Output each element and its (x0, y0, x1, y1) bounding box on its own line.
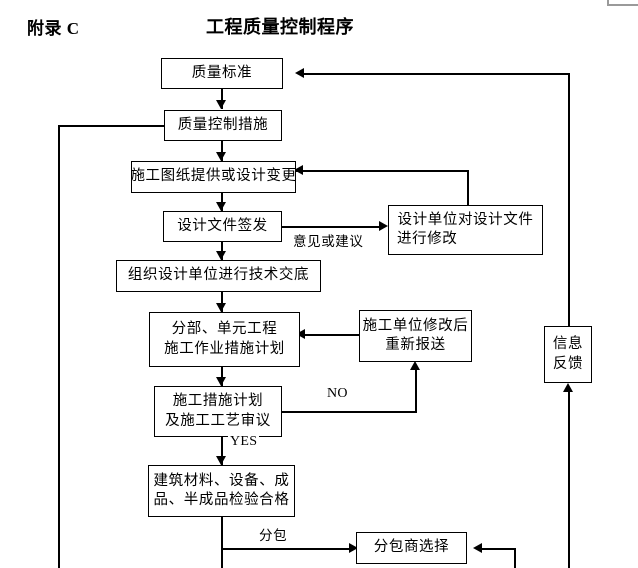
connector-into-feedback-vertical (568, 392, 570, 568)
connector-left-loop-horizontal (58, 125, 164, 127)
node-plan-review[interactable]: 施工措施计划 及施工工艺审议 (154, 386, 282, 437)
node-subcontractor-select-line-0: 分包商选择 (373, 539, 450, 556)
connector-left-loop-vertical (58, 125, 60, 568)
connector-into-subcontractor-right-vertical (514, 548, 516, 568)
node-material-inspection-line-0: 建筑材料、设备、成 (153, 472, 290, 489)
edge-label-subcontract: 分包 (257, 524, 290, 544)
connector-into-subcontractor-right (480, 548, 516, 550)
connector-issue-to-disclosure (221, 241, 223, 260)
edge-label-yes: YES (228, 434, 260, 450)
node-plan-review-line-1: 及施工工艺审议 (165, 412, 271, 429)
node-quality-control-measure[interactable]: 质量控制措施 (164, 110, 282, 141)
connector-review-to-material-yes (221, 424, 223, 465)
page-title: 工程质量控制程序 (206, 17, 354, 37)
arrowhead-feedback-to-standard (295, 68, 304, 78)
arrowhead-issue-to-revise (379, 221, 388, 231)
node-unit-works-plan[interactable]: 分部、单元工程 施工作业措施计划 (149, 312, 300, 367)
connector-revise-to-drawing-horizontal (296, 170, 469, 172)
node-unit-works-plan-line-0: 分部、单元工程 (171, 321, 278, 338)
node-information-feedback[interactable]: 信息 反馈 (544, 326, 592, 383)
arrowhead-resubmit-to-unitworks (296, 329, 305, 339)
arrowhead-disclosure-to-unitworks (216, 303, 226, 312)
arrowhead-review-no-to-resubmit (410, 361, 420, 370)
node-subcontractor-select[interactable]: 分包商选择 (356, 532, 467, 564)
connector-measure-to-drawing (221, 140, 223, 161)
connector-subcontract-branch (221, 548, 353, 550)
node-design-unit-revise[interactable]: 设计单位对设计文件 进行修改 (388, 205, 543, 255)
node-quality-control-measure-line-0: 质量控制措施 (177, 116, 269, 133)
page-border-tick-horizontal (607, 4, 638, 6)
arrowhead-revise-to-drawing (294, 165, 303, 175)
connector-feedback-to-standard-horizontal (299, 73, 570, 75)
appendix-label: 附录 C (27, 19, 80, 38)
node-contractor-resubmit-line-1: 重新报送 (385, 337, 446, 353)
connector-standard-to-measure (221, 88, 223, 109)
arrowhead-to-subcontractor-select (349, 543, 358, 553)
node-technical-disclosure-line-0: 组织设计单位进行技术交底 (127, 267, 310, 284)
arrowhead-measure-to-drawing (216, 152, 226, 161)
connector-drawing-to-issue (221, 192, 223, 211)
node-design-unit-revise-line-0: 设计单位对设计文件 (397, 211, 534, 228)
arrowhead-into-subcontractor-right (473, 543, 482, 553)
node-design-unit-revise-line-1: 进行修改 (397, 231, 458, 247)
node-contractor-resubmit[interactable]: 施工单位修改后 重新报送 (359, 310, 472, 362)
node-material-inspection-line-1: 品、半成品检验合格 (153, 492, 290, 508)
arrowhead-unitworks-to-review (216, 377, 226, 386)
connector-issue-to-revise-horizontal (282, 226, 383, 228)
connector-review-no-vertical (415, 369, 417, 412)
node-design-doc-issue-line-0: 设计文件签发 (177, 217, 268, 234)
node-drawing-or-change-line-0: 施工图纸提供或设计变更 (130, 168, 297, 185)
connector-feedback-to-standard-vertical (568, 73, 570, 326)
arrowhead-standard-to-measure (216, 100, 226, 109)
node-design-doc-issue[interactable]: 设计文件签发 (163, 211, 282, 242)
connector-revise-to-drawing-vertical (467, 170, 469, 205)
node-material-inspection[interactable]: 建筑材料、设备、成 品、半成品检验合格 (148, 465, 295, 517)
arrowhead-issue-to-disclosure (216, 251, 226, 260)
connector-disclosure-to-unitworks (221, 291, 223, 312)
connector-unitworks-to-review (221, 367, 223, 386)
node-drawing-or-change[interactable]: 施工图纸提供或设计变更 (130, 161, 297, 193)
node-unit-works-plan-line-1: 施工作业措施计划 (164, 340, 285, 357)
edge-label-opinion-or-suggestion: 意见或建议 (291, 230, 366, 250)
node-quality-standard[interactable]: 质量标准 (161, 58, 283, 89)
arrowhead-review-to-material (216, 456, 226, 465)
connector-resubmit-to-unitworks (300, 334, 360, 336)
node-information-feedback-line-1: 反馈 (552, 355, 584, 372)
node-contractor-resubmit-line-0: 施工单位修改后 (362, 317, 469, 334)
connector-review-no-horizontal (282, 411, 417, 413)
edge-label-no: NO (325, 386, 350, 402)
node-technical-disclosure[interactable]: 组织设计单位进行技术交底 (116, 260, 321, 292)
connector-material-down (221, 517, 223, 568)
arrowhead-into-feedback (563, 383, 573, 392)
page-border-tick-vertical (607, 0, 609, 6)
node-information-feedback-line-0: 信息 (552, 336, 584, 353)
node-plan-review-line-0: 施工措施计划 (172, 393, 264, 410)
arrowhead-drawing-to-issue (216, 202, 226, 211)
node-quality-standard-line-0: 质量标准 (191, 64, 253, 81)
